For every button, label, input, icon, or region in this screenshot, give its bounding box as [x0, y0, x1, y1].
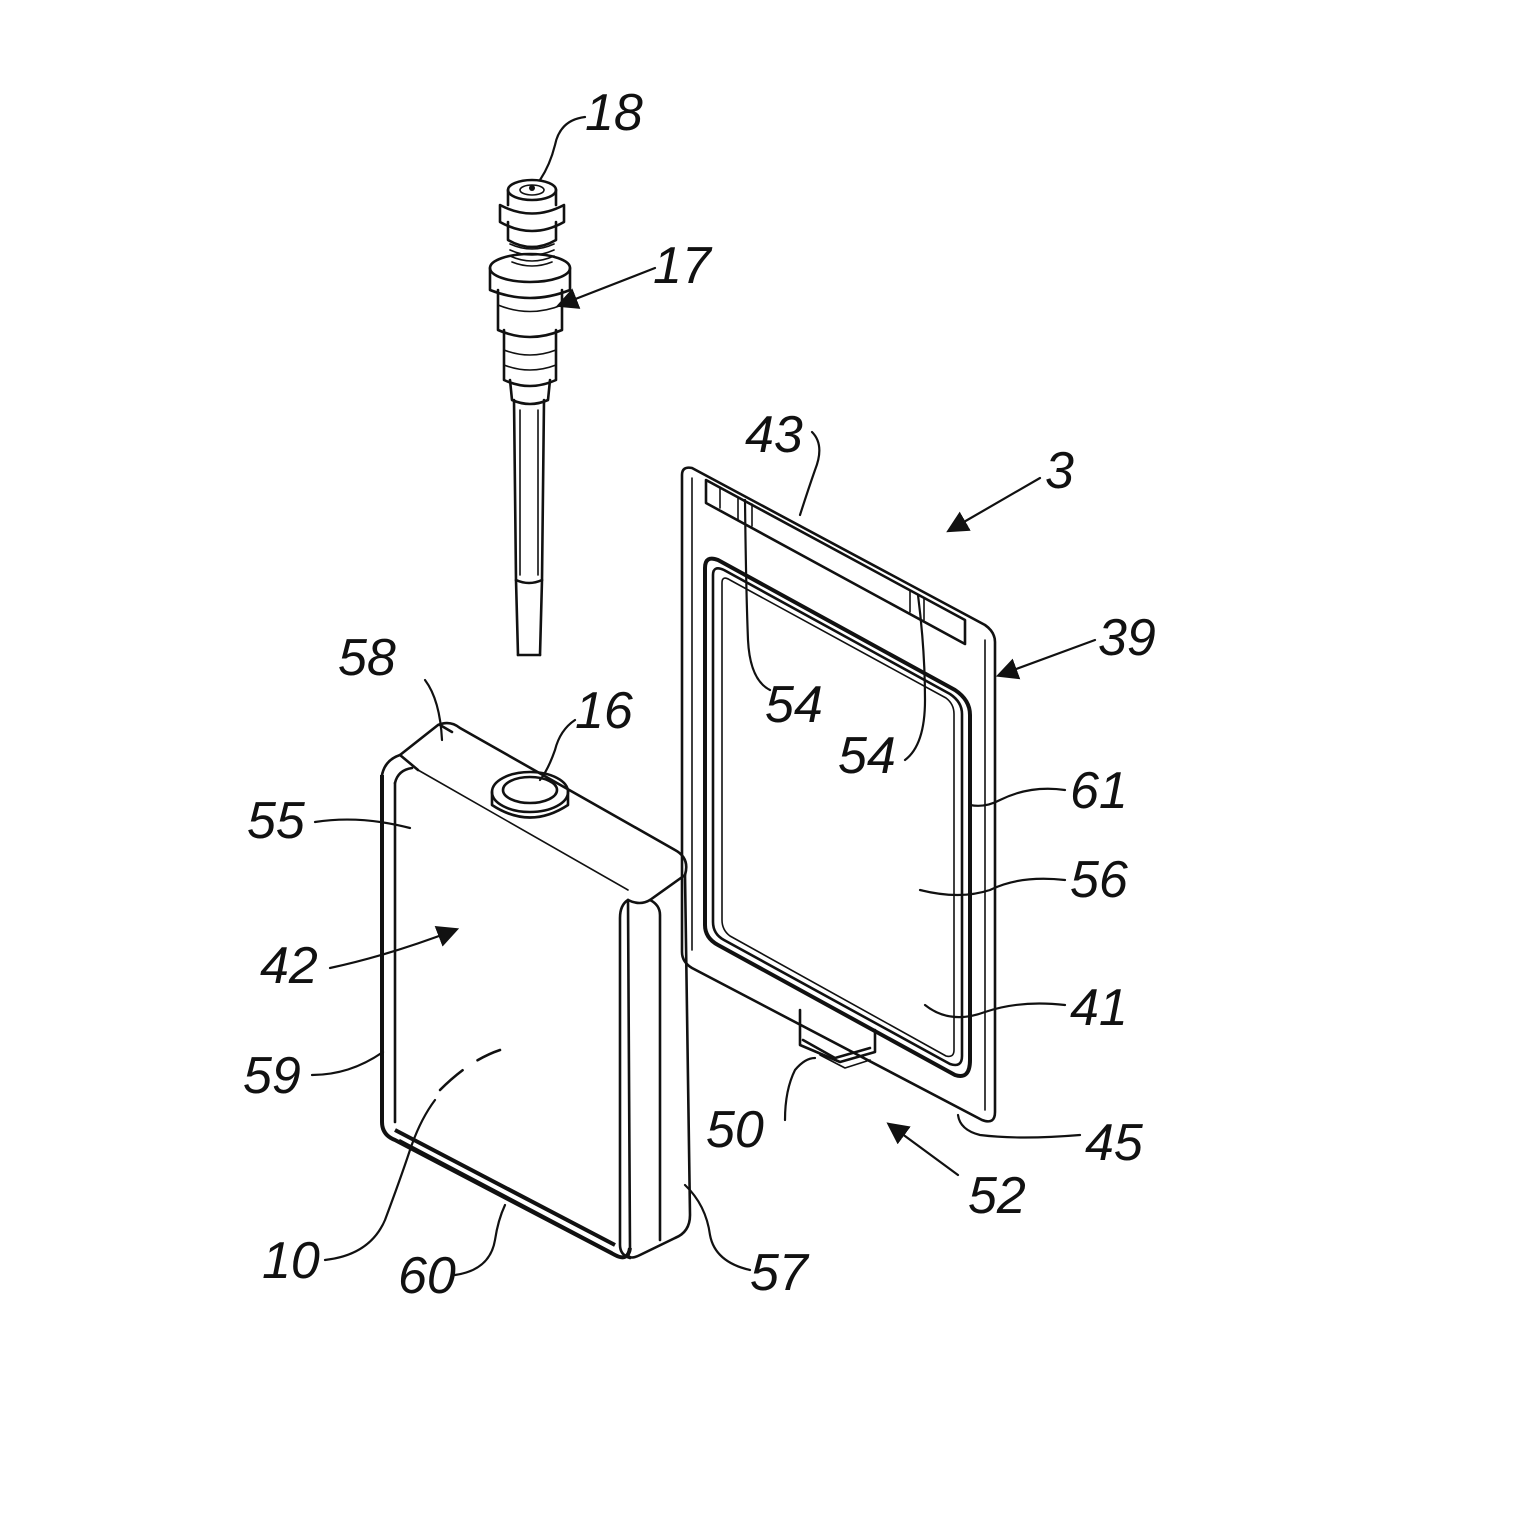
container-body — [382, 723, 690, 1258]
reference-numerals: 18 17 43 3 39 58 16 54 54 55 61 56 42 41… — [243, 84, 1156, 1305]
label-61: 61 — [1070, 762, 1128, 820]
label-56: 56 — [1070, 851, 1128, 909]
label-58: 58 — [338, 629, 396, 687]
label-50: 50 — [706, 1101, 764, 1159]
label-3: 3 — [1045, 442, 1074, 500]
label-16: 16 — [575, 682, 633, 740]
frame-plate-3 — [682, 468, 995, 1122]
label-43: 43 — [745, 406, 803, 464]
label-18: 18 — [585, 84, 643, 142]
port-16 — [492, 772, 568, 818]
label-60: 60 — [398, 1247, 456, 1305]
label-59: 59 — [243, 1047, 301, 1105]
label-41: 41 — [1070, 979, 1128, 1037]
label-10: 10 — [262, 1232, 320, 1290]
label-42: 42 — [260, 937, 318, 995]
label-54-right: 54 — [838, 727, 896, 785]
body-17 — [490, 254, 570, 404]
label-39: 39 — [1098, 609, 1156, 667]
label-55: 55 — [247, 792, 306, 850]
label-52: 52 — [968, 1167, 1026, 1225]
label-17: 17 — [653, 237, 713, 295]
label-54-left: 54 — [765, 676, 823, 734]
label-45: 45 — [1085, 1114, 1144, 1172]
spike-tube — [514, 400, 544, 655]
label-57: 57 — [750, 1244, 810, 1302]
connector-assembly — [490, 180, 570, 655]
